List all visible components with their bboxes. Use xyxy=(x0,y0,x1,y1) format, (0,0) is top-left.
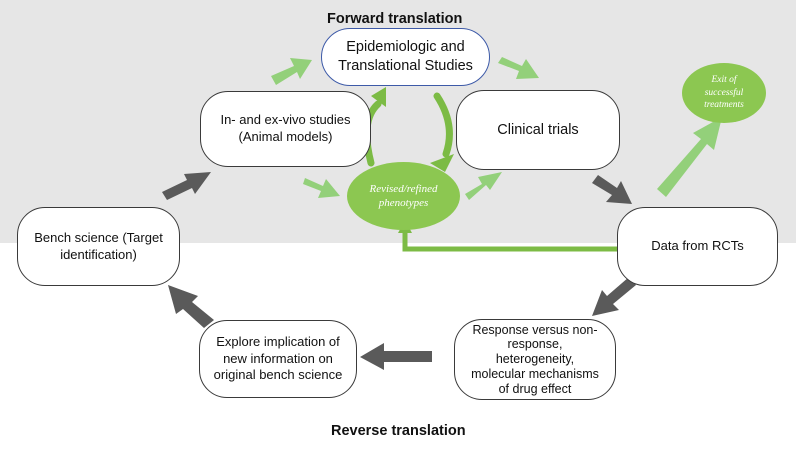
arrow-invivo-to-revised xyxy=(303,178,340,198)
node-rcts-label: Data from RCTs xyxy=(651,238,744,254)
arrow-epi-to-clinical xyxy=(498,57,539,79)
node-response-line1: Response versus non- xyxy=(472,322,598,337)
node-response-line3: heterogeneity, xyxy=(495,352,575,367)
node-response-line2: response, xyxy=(507,337,563,352)
node-exit-line3: treatments xyxy=(704,100,744,111)
arrow-bench-to-invivo xyxy=(162,172,211,200)
node-clinical-trials: Clinical trials xyxy=(456,90,620,170)
node-response-heterogeneity: Response versus non-response,heterogenei… xyxy=(454,319,616,400)
arrow-rcts-to-response xyxy=(592,277,636,316)
reverse-translation-title: Reverse translation xyxy=(331,423,466,439)
node-clinical-label: Clinical trials xyxy=(497,121,579,138)
node-invivo-studies: In- and ex-vivo studies(Animal models) xyxy=(200,91,371,167)
arrow-revised-to-clinical xyxy=(465,172,502,200)
node-invivo-line2: (Animal models) xyxy=(238,129,333,144)
arrow-rcts-to-revised xyxy=(402,232,617,252)
node-response-line5: of drug effect xyxy=(498,381,572,396)
node-exit-line2: successful xyxy=(704,87,744,98)
node-explore-line2: new information on xyxy=(223,350,333,366)
arrow-epi-to-revised xyxy=(433,92,453,158)
arrow-clinical-to-rcts xyxy=(592,175,632,204)
arrow-invivo-to-epi xyxy=(271,58,312,85)
node-bench-line1: Bench science (Target xyxy=(34,229,163,245)
forward-translation-title: Forward translation xyxy=(327,11,463,27)
node-bench-line2: identification) xyxy=(60,246,137,262)
arrow-revised-to-epi-head xyxy=(371,87,386,107)
arrow-epi-to-revised-head xyxy=(430,154,454,172)
node-epidemiologic-line1: Epidemiologic and xyxy=(346,39,465,56)
node-revised-line1: Revised/refined xyxy=(369,182,438,195)
node-epidemiologic-line2: Translational Studies xyxy=(338,58,473,74)
node-explore-line1: Explore implication of xyxy=(216,334,340,350)
arrow-rcts-to-exit xyxy=(657,117,722,197)
node-revised-phenotypes: Revised/refined phenotypes xyxy=(347,162,460,230)
node-revised-line2: phenotypes xyxy=(378,197,429,209)
arrow-explore-to-bench xyxy=(168,285,214,328)
node-invivo-line1: In- and ex-vivo studies xyxy=(220,112,351,128)
node-exit-line1: Exit of xyxy=(711,75,737,86)
node-explore-line3: original bench science xyxy=(213,367,343,383)
arrow-response-to-explore xyxy=(360,343,432,370)
node-response-line4: molecular mechanisms xyxy=(471,366,599,381)
node-data-from-rcts: Data from RCTs xyxy=(617,207,778,286)
